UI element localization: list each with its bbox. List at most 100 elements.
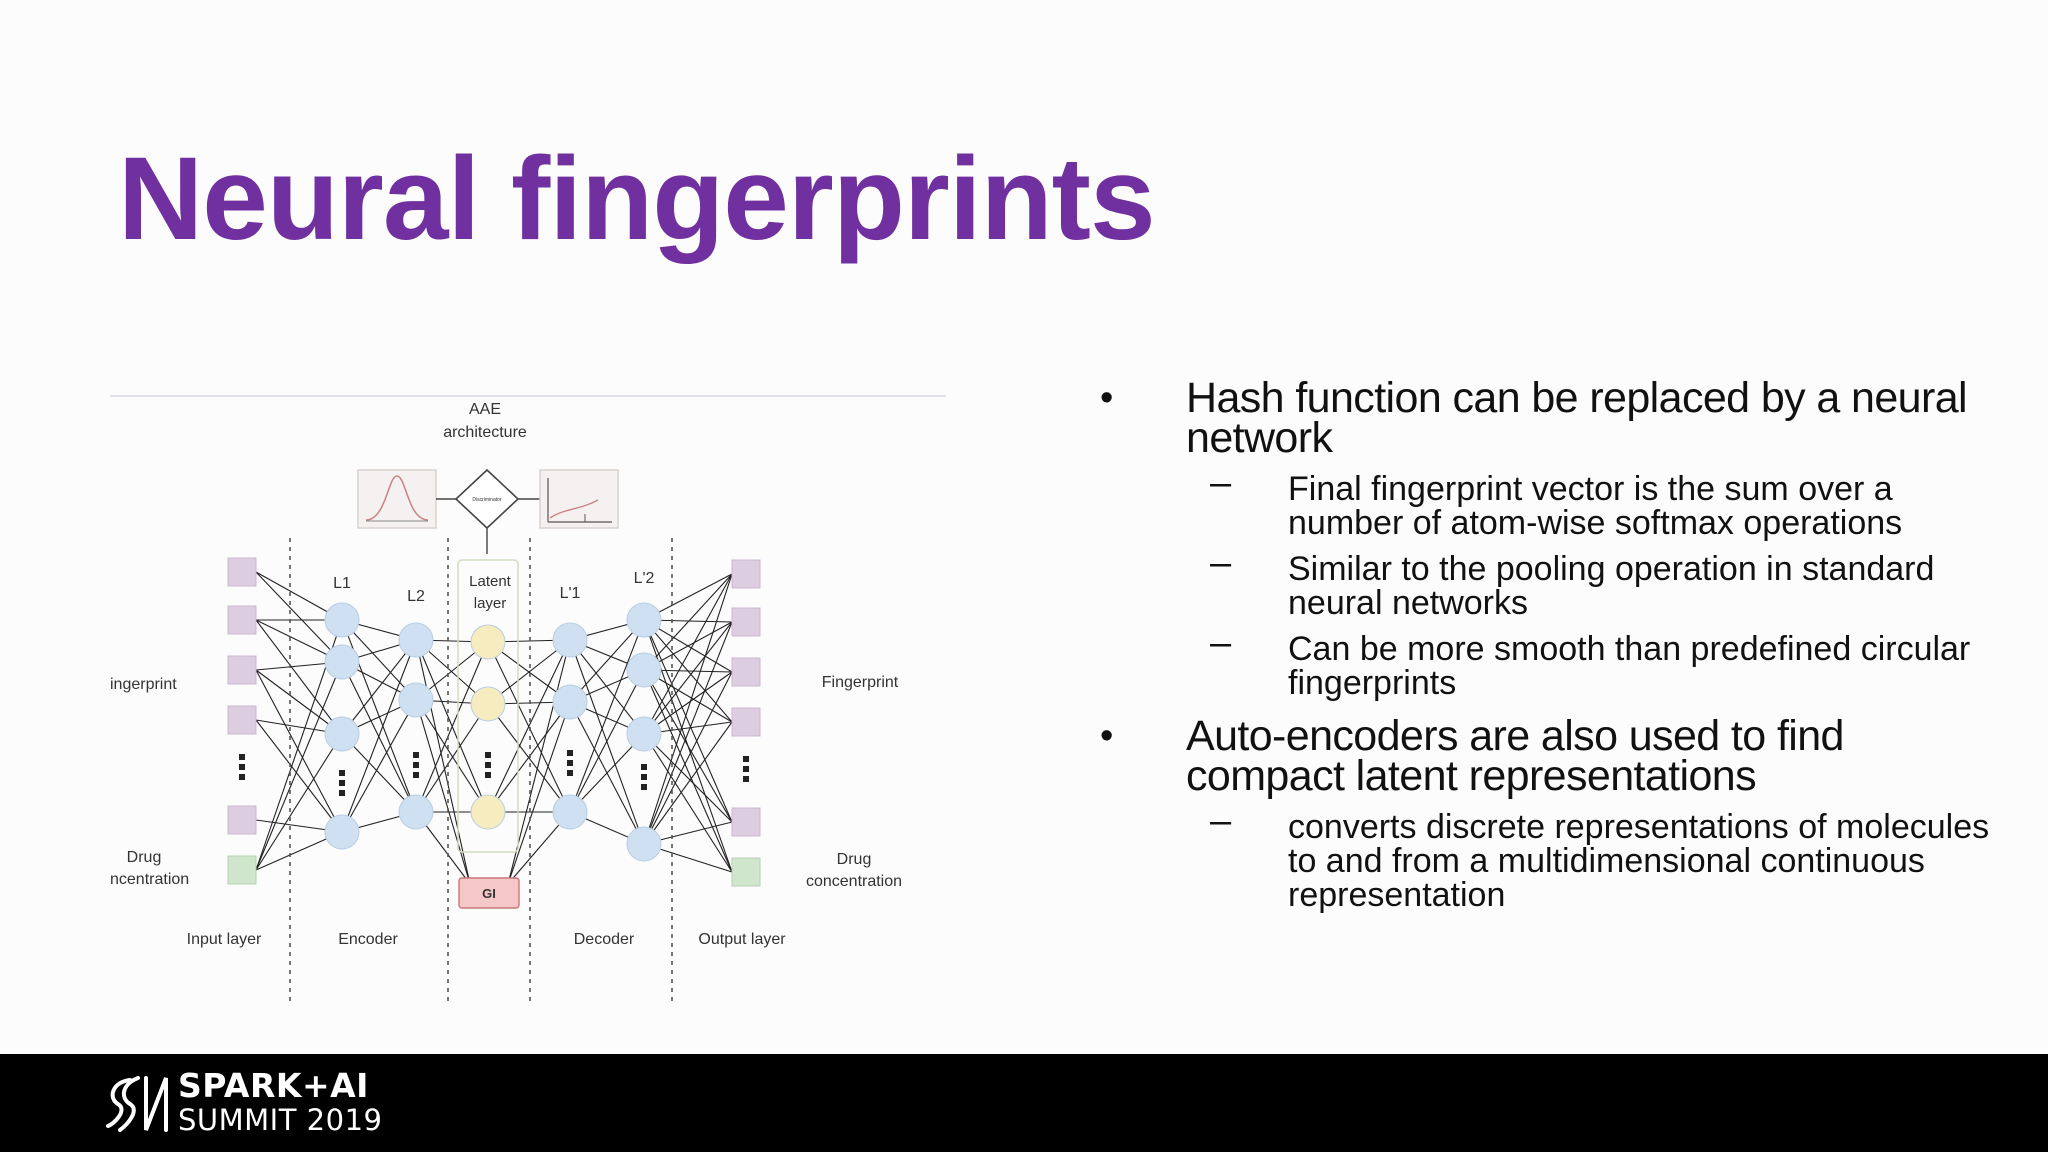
gaussian-curve-icon xyxy=(365,475,429,521)
edge xyxy=(643,669,733,873)
sub-bullet-item: –Can be more smooth than predefined circ… xyxy=(1100,624,2000,702)
ellipsis-dot xyxy=(485,752,491,758)
edge xyxy=(643,621,733,735)
bullet-text: Hash function can be replaced by a neura… xyxy=(1186,374,1968,462)
label-input-layer: Input layer xyxy=(187,931,262,948)
edge xyxy=(643,621,733,845)
input-node-square xyxy=(227,655,257,685)
latent-layer-bracket xyxy=(457,559,519,853)
gi-label: GI xyxy=(482,886,496,901)
edge xyxy=(415,699,471,885)
decoder-l1-neuron xyxy=(552,684,588,720)
edge xyxy=(415,641,489,813)
footer-brand-line1: SPARK+AI xyxy=(178,1066,369,1105)
edge xyxy=(487,639,571,813)
ellipsis-dot xyxy=(239,754,245,760)
sub-bullet-marker: – xyxy=(1210,542,1232,584)
figure-title-line1: AAE xyxy=(469,401,501,418)
label-drug-left-line1: Drug xyxy=(127,849,162,866)
input-node-square xyxy=(227,705,257,735)
sub-bullet-text: Final fingerprint vector is the sum over… xyxy=(1288,470,1903,542)
bullet-item: •Auto-encoders are also used to find com… xyxy=(1100,715,2000,798)
sub-bullet-marker: – xyxy=(1210,462,1232,504)
encoder-l1-neuron xyxy=(324,814,360,850)
edge xyxy=(255,661,343,871)
encoder-l2-neuron xyxy=(398,794,434,830)
edge xyxy=(255,733,343,871)
posterior-distribution-box xyxy=(539,469,619,529)
edge xyxy=(341,619,417,701)
edge xyxy=(255,669,343,833)
encoder-l1-neuron xyxy=(324,644,360,680)
decoder-l1-neuron xyxy=(552,622,588,658)
edge xyxy=(643,733,733,823)
label-l2: L2 xyxy=(407,588,425,605)
input-node-square xyxy=(227,605,257,635)
decoder-l2-neuron xyxy=(626,826,662,862)
edge xyxy=(487,703,571,813)
latent-neuron xyxy=(470,624,506,660)
ellipsis-dot xyxy=(339,790,345,796)
discriminator-label: Discriminator xyxy=(472,497,502,503)
edge xyxy=(643,573,733,735)
edge xyxy=(341,639,417,735)
label-l1-prime: L'1 xyxy=(560,585,581,602)
edge xyxy=(569,733,645,813)
ellipsis-dot xyxy=(641,784,647,790)
edge xyxy=(341,699,417,833)
output-node-square xyxy=(731,607,761,637)
label-encoder: Encoder xyxy=(338,931,398,948)
edge xyxy=(415,703,489,813)
ellipsis-dot xyxy=(485,772,491,778)
label-drug-left-line2: ncentration xyxy=(110,871,189,888)
decoder-l1-neuron xyxy=(552,794,588,830)
ellipsis-dot xyxy=(339,780,345,786)
ellipsis-dot xyxy=(567,750,573,756)
ellipsis-dot xyxy=(743,766,749,772)
label-output-layer: Output layer xyxy=(698,931,786,948)
edge xyxy=(569,619,645,813)
sub-bullet-item: –converts discrete representations of mo… xyxy=(1100,802,2000,912)
ellipsis-dot xyxy=(413,752,419,758)
edge xyxy=(255,571,343,663)
decoder-l2-neuron xyxy=(626,652,662,688)
sub-bullet-text: Similar to the pooling operation in stan… xyxy=(1288,550,1935,622)
footer-bar: SPARK+AI SUMMIT 2019 xyxy=(0,1054,2048,1152)
aae-architecture-figure: Discriminator GI AAE architecture L1 L2 … xyxy=(110,392,946,1008)
edge xyxy=(569,669,645,813)
edge xyxy=(569,619,645,703)
latent-neuron xyxy=(470,794,506,830)
input-drug-square xyxy=(227,855,257,885)
bullet-item: • Hash function can be replaced by a neur… xyxy=(1100,377,2000,460)
output-node-square xyxy=(731,657,761,687)
ellipsis-dot xyxy=(239,764,245,770)
edge xyxy=(643,671,733,845)
gi-box: GI xyxy=(458,877,520,909)
edge xyxy=(255,619,343,735)
edge xyxy=(255,719,343,833)
ellipsis-dot xyxy=(567,770,573,776)
trend-curve-icon xyxy=(549,499,599,519)
input-node-square xyxy=(227,805,257,835)
sub-bullet-text: Can be more smooth than predefined circu… xyxy=(1288,630,1971,702)
ellipsis-dot xyxy=(641,774,647,780)
bullet-marker: • xyxy=(1100,377,1113,419)
label-latent-line1: Latent xyxy=(469,573,512,590)
prior-distribution-box xyxy=(357,469,437,529)
edge xyxy=(643,721,733,845)
sub-bullet-item: – Final fingerprint vector is the sum ove… xyxy=(1100,464,2000,542)
edge xyxy=(507,701,571,885)
edge xyxy=(643,573,733,845)
edge xyxy=(569,639,645,735)
sub-bullet-marker: – xyxy=(1210,800,1232,842)
label-l1: L1 xyxy=(333,575,351,592)
edge xyxy=(341,733,417,813)
label-drug-right-line2: concentration xyxy=(806,873,902,890)
edge xyxy=(487,701,571,813)
ellipsis-dot xyxy=(413,772,419,778)
edge xyxy=(341,639,417,833)
edge xyxy=(255,669,343,735)
label-drug-right-line1: Drug xyxy=(837,851,872,868)
layer-dividers xyxy=(289,538,673,1004)
edge xyxy=(643,669,733,823)
